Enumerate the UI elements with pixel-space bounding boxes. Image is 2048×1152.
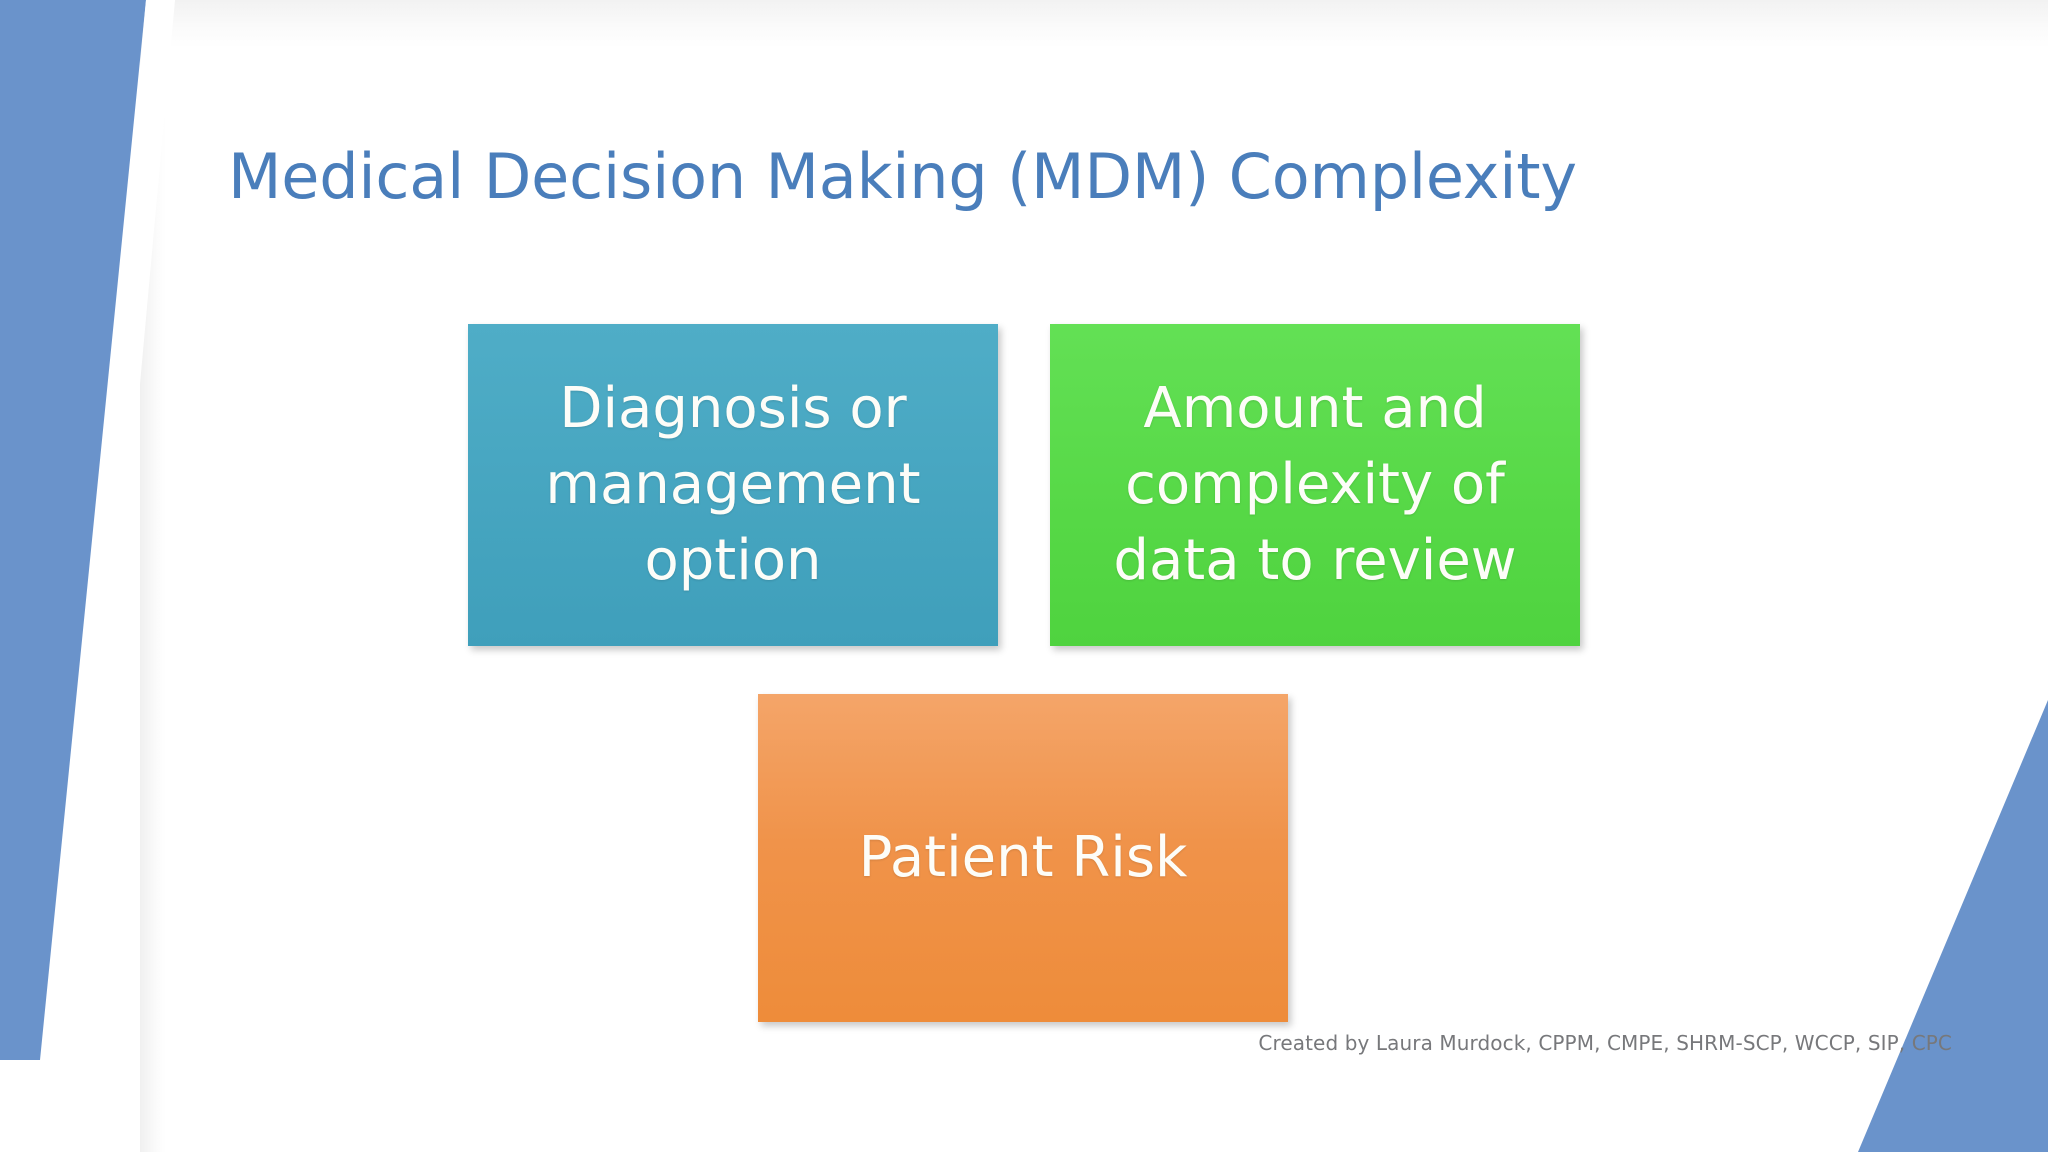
concept-box-diagnosis-management-option[interactable]: Diagnosis or management option [468, 324, 998, 646]
paper-edge-top [0, 0, 2048, 48]
concept-box-patient-risk[interactable]: Patient Risk [758, 694, 1288, 1022]
decorative-wedge-left [0, 0, 146, 1060]
concept-box-label: Patient Risk [858, 825, 1188, 890]
concept-box-label: Amount and complexity of data to review [1113, 376, 1517, 593]
concept-box-label: Diagnosis or management option [545, 376, 921, 593]
decorative-wedge-right [1858, 700, 2048, 1152]
concept-box-amount-complexity-data[interactable]: Amount and complexity of data to review [1050, 324, 1580, 646]
footer-credit: Created by Laura Murdock, CPPM, CMPE, SH… [1258, 1031, 1952, 1055]
page-title: Medical Decision Making (MDM) Complexity [228, 139, 1577, 213]
